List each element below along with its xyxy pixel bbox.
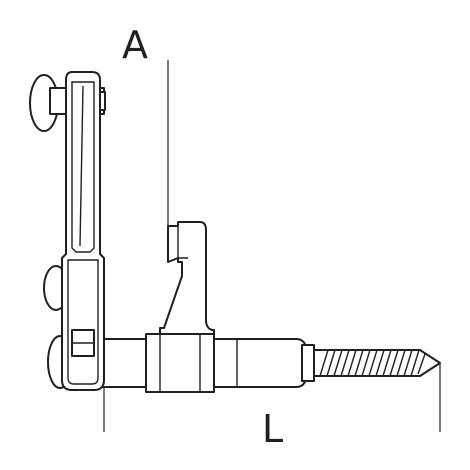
handle-arm [29,71,106,391]
clamp-collar [145,333,215,393]
screw-threads [319,349,426,377]
threaded-screw [313,349,441,377]
clamp-jaw-groove [177,226,188,259]
rod-end-cap [301,344,315,382]
arm-inner-outline [71,81,95,253]
dimension-label-a: A [122,23,148,67]
dimension-label-l: L [262,407,283,451]
arm-lower-fork [67,259,99,385]
rod-left-section [99,338,147,388]
clamp-block [145,221,215,393]
rod-right-section [213,338,307,388]
clamp-jaw [159,221,215,345]
screw-body [313,349,441,377]
arm-center-line [79,85,84,247]
